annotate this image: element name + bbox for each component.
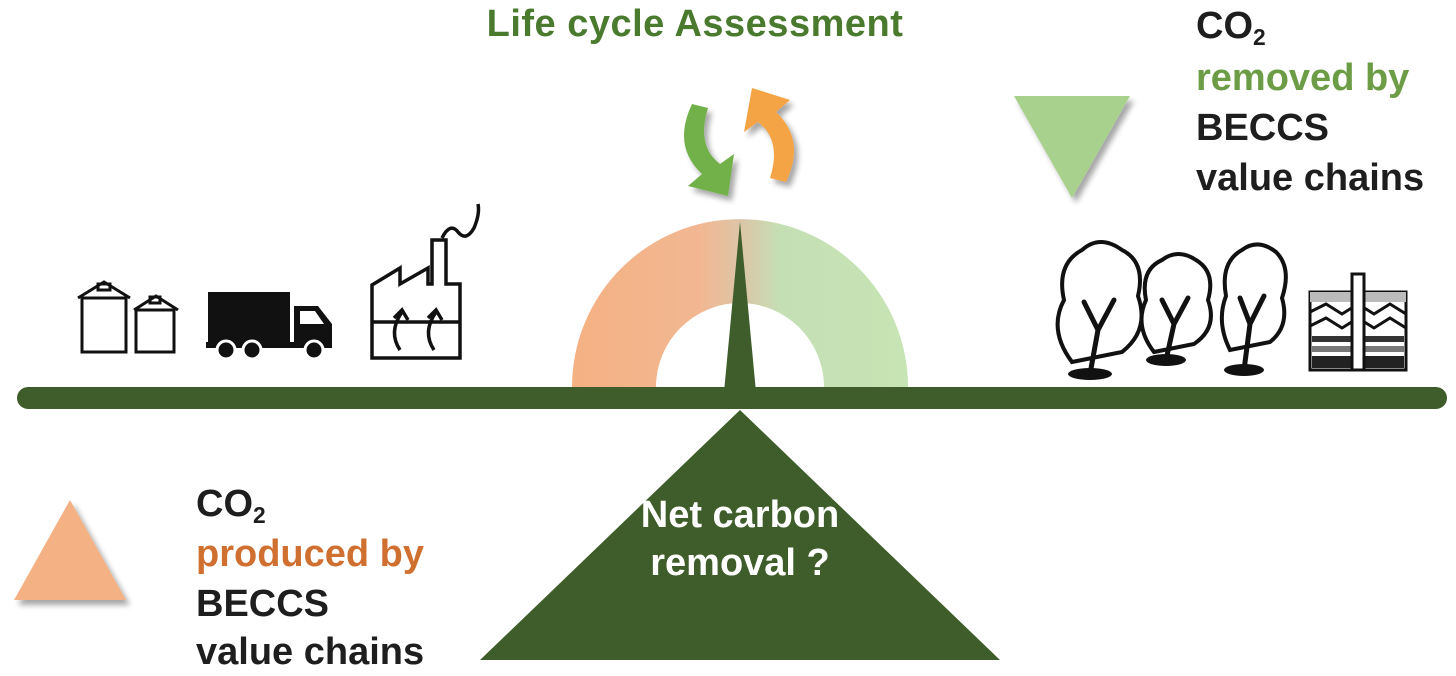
balance-needle xyxy=(724,222,756,392)
fulcrum-triangle xyxy=(480,410,1000,660)
produced-triangle-icon xyxy=(14,500,126,600)
diagram-title: Life cycle Assessment xyxy=(486,3,904,45)
net-carbon-removal-label: Net carbon removal ? xyxy=(640,494,840,584)
removed-beccs-label: BECCS xyxy=(1196,107,1330,149)
produced-value-chains-label: value chains xyxy=(196,631,425,673)
factory-icon xyxy=(370,203,481,360)
produced-beccs-label: BECCS xyxy=(196,583,330,625)
silos-icon xyxy=(77,280,179,354)
produced-by-label: produced by xyxy=(196,533,425,575)
tree-icon xyxy=(1139,252,1213,366)
truck-icon xyxy=(206,292,332,361)
recycle-arrows-icon xyxy=(684,88,794,196)
removed-triangle-icon xyxy=(1014,96,1130,198)
geological-storage-icon xyxy=(1308,272,1408,372)
tree-icon xyxy=(1219,242,1288,376)
removed-value-chains-label: value chains xyxy=(1196,157,1425,199)
produced-co2-label: CO2 xyxy=(196,483,266,528)
removed-by-label: removed by xyxy=(1196,57,1410,99)
tree-icon xyxy=(1055,240,1144,380)
removed-co2-label: CO2 xyxy=(1196,5,1266,50)
